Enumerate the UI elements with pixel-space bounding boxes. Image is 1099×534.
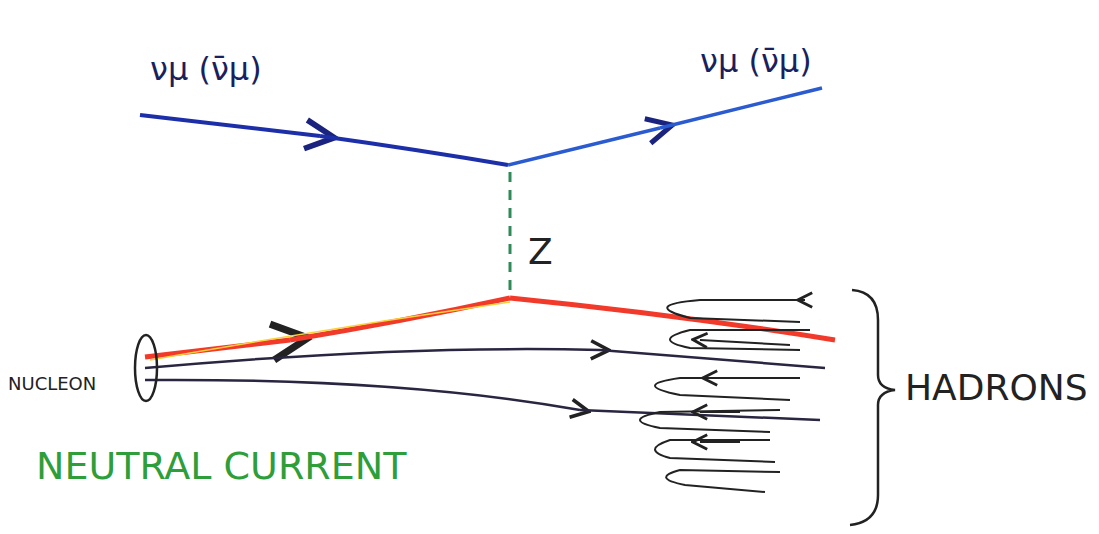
neutrino-line-out xyxy=(660,88,822,128)
particle-label: νμ (ν̄μ) xyxy=(700,44,812,79)
hadron-brace xyxy=(850,290,895,525)
spectator-quark xyxy=(145,349,600,368)
z-boson-line xyxy=(509,172,512,297)
hadron-strings xyxy=(640,300,810,492)
spectator-quark xyxy=(580,410,820,420)
quark-line xyxy=(510,298,835,340)
quark-line-glow xyxy=(150,302,510,360)
nucleon-ellipse xyxy=(135,335,157,401)
boson-label: Z xyxy=(528,232,553,272)
spectator-quark xyxy=(600,350,825,368)
nucleon-label: NUCLEON xyxy=(8,374,96,394)
neutrino-line-out xyxy=(508,128,660,165)
particle-label: νμ (ν̄μ) xyxy=(150,52,262,87)
neutrino-line-in xyxy=(140,115,320,136)
hadrons-label: HADRONS xyxy=(905,368,1088,408)
process-title: NEUTRAL CURRENT xyxy=(36,446,406,488)
neutrino-line-in xyxy=(320,136,508,165)
spectator-quark xyxy=(145,380,580,410)
